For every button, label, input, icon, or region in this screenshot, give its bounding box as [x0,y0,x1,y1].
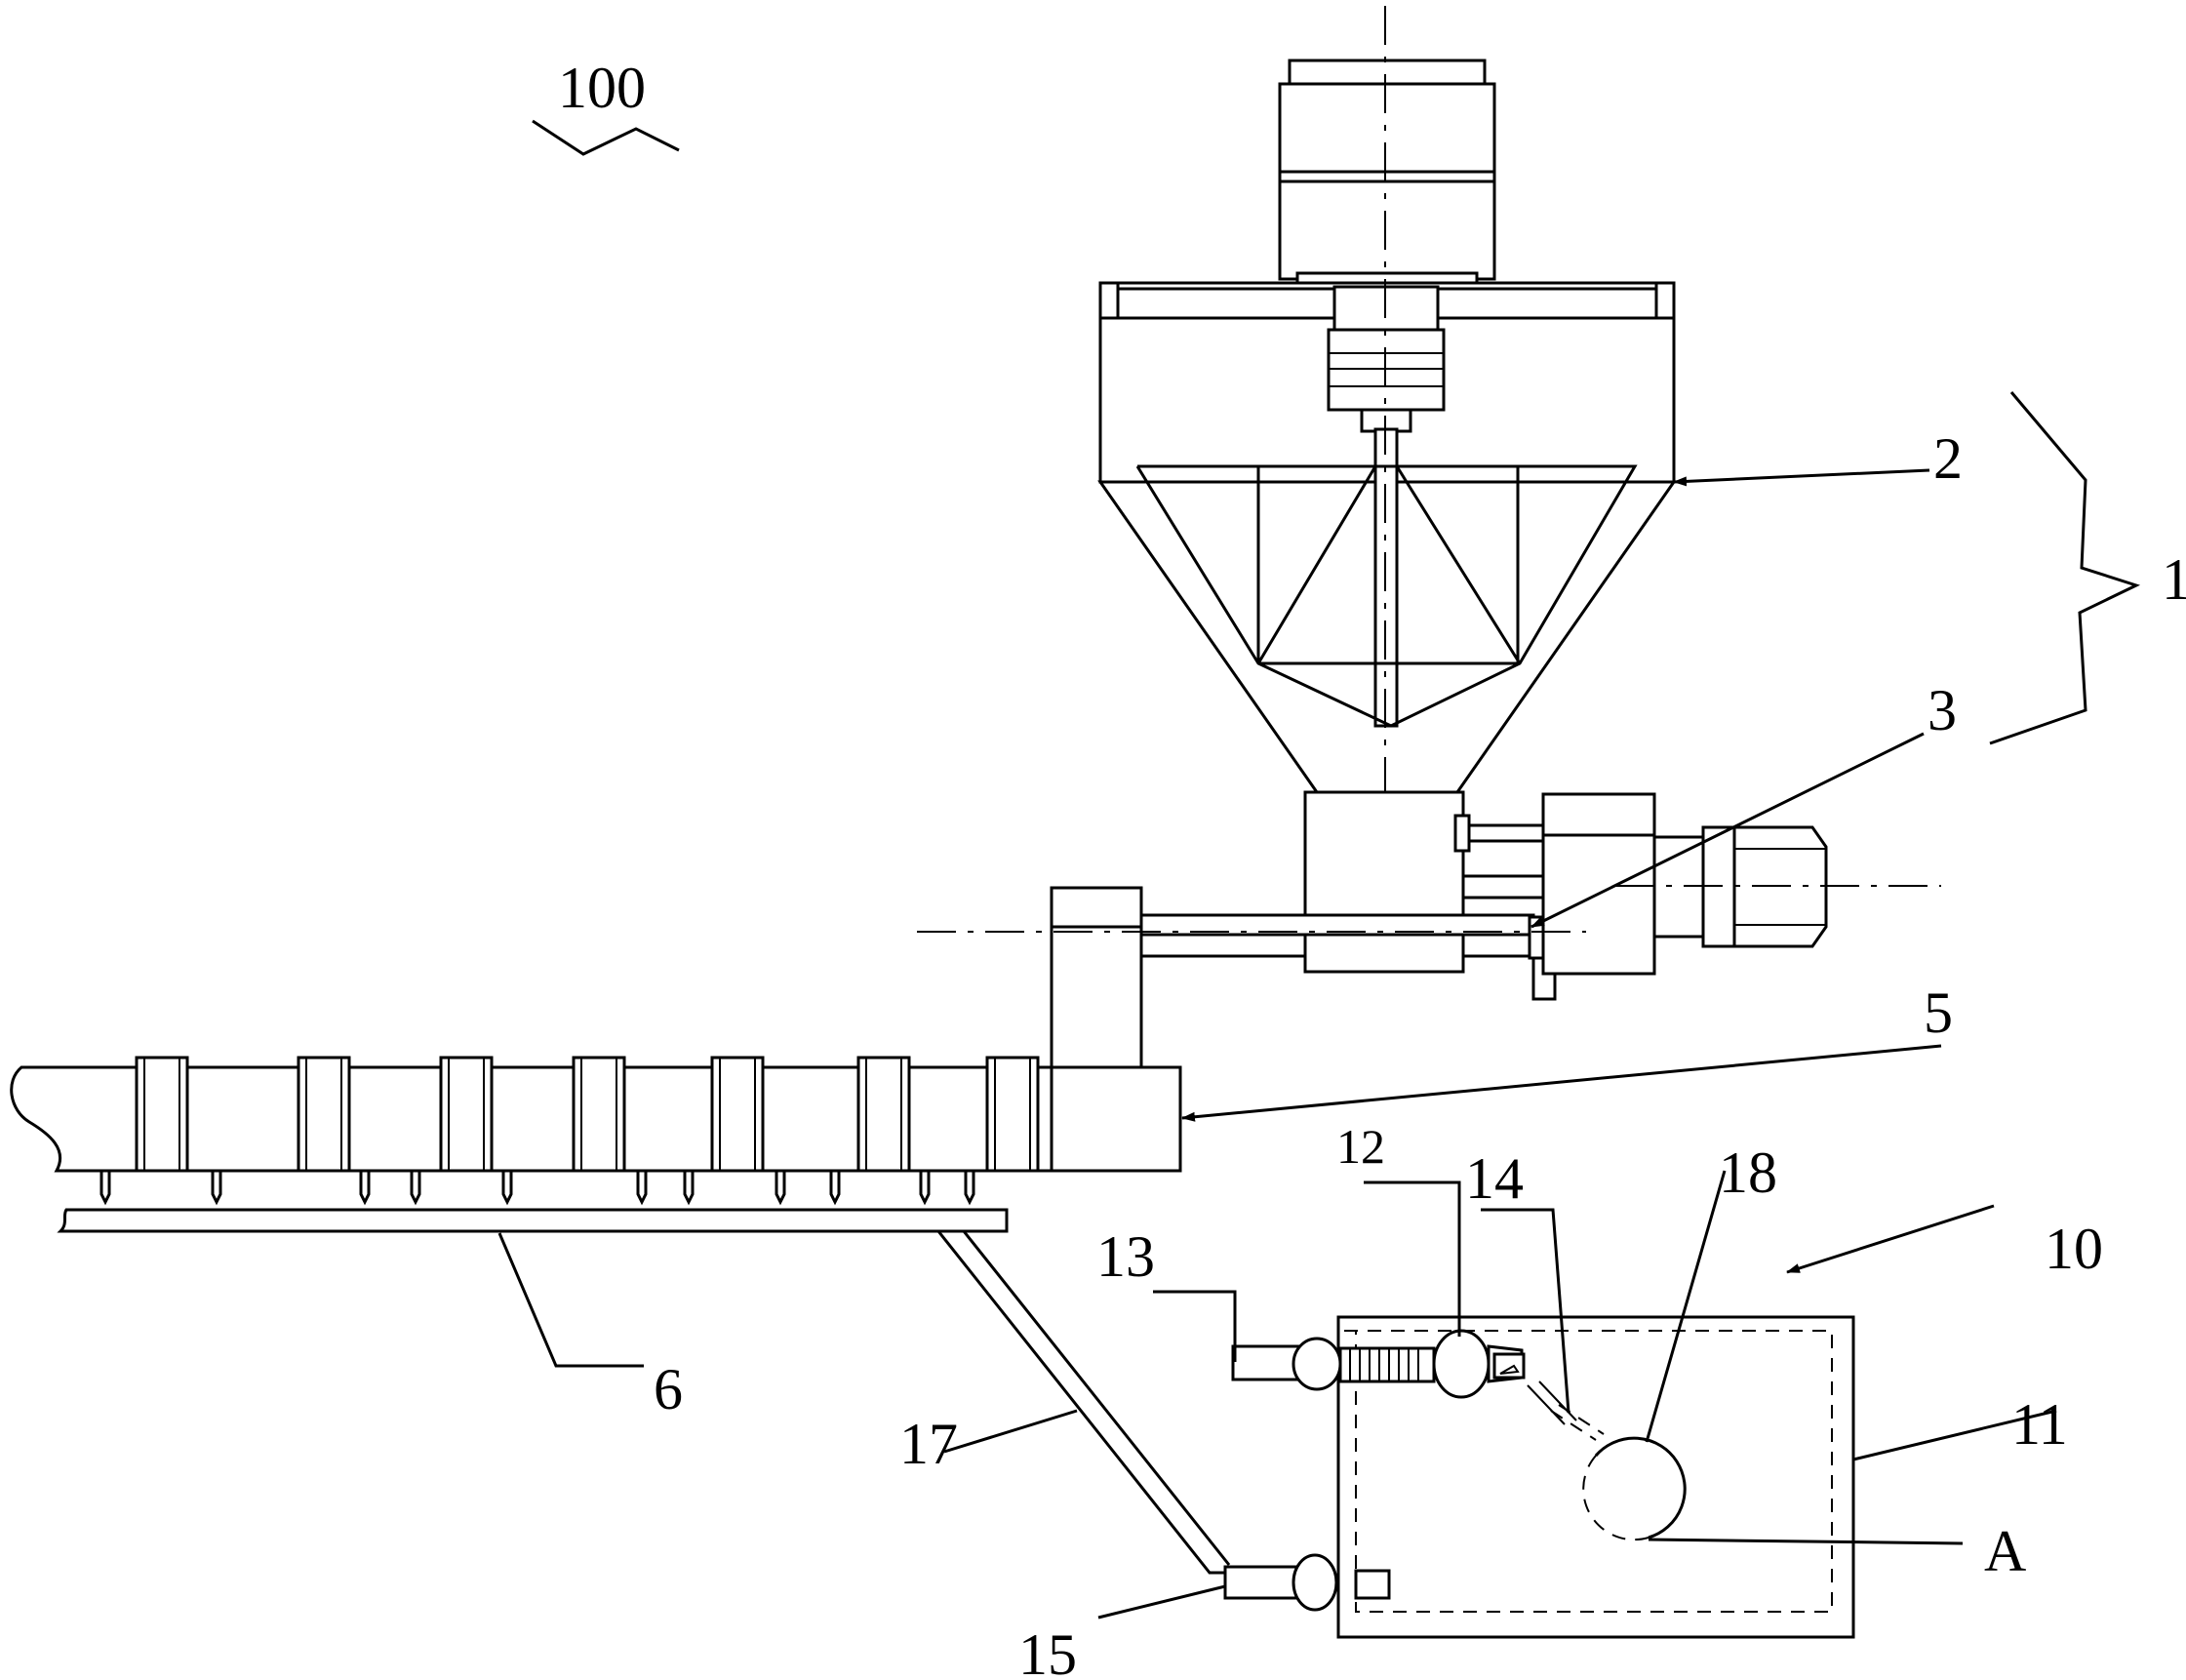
label-100: 100 [558,56,646,120]
label-2: 2 [1933,426,1963,491]
label-10: 10 [2045,1217,2103,1281]
collection-tray [60,1210,1007,1231]
label-5: 5 [1924,980,1953,1045]
label-13: 13 [1096,1224,1155,1289]
feed-screw [1052,792,1826,1067]
motor [1280,60,1494,287]
label-12: 12 [1336,1119,1385,1174]
label-3: 3 [1928,678,1957,742]
hopper [1100,283,1674,792]
label-A: A [1984,1519,2026,1583]
return-pipe [938,1231,1229,1573]
label-14: 14 [1465,1146,1524,1211]
label-6: 6 [654,1357,683,1421]
collection-unit [1225,1317,1853,1637]
label-15: 15 [1018,1622,1077,1680]
label-17: 17 [899,1412,958,1476]
label-18: 18 [1719,1140,1777,1205]
label-1: 1 [2162,547,2186,612]
label-11: 11 [2011,1392,2068,1457]
extruder-barrel [12,1058,1180,1171]
nozzles [101,1171,974,1202]
